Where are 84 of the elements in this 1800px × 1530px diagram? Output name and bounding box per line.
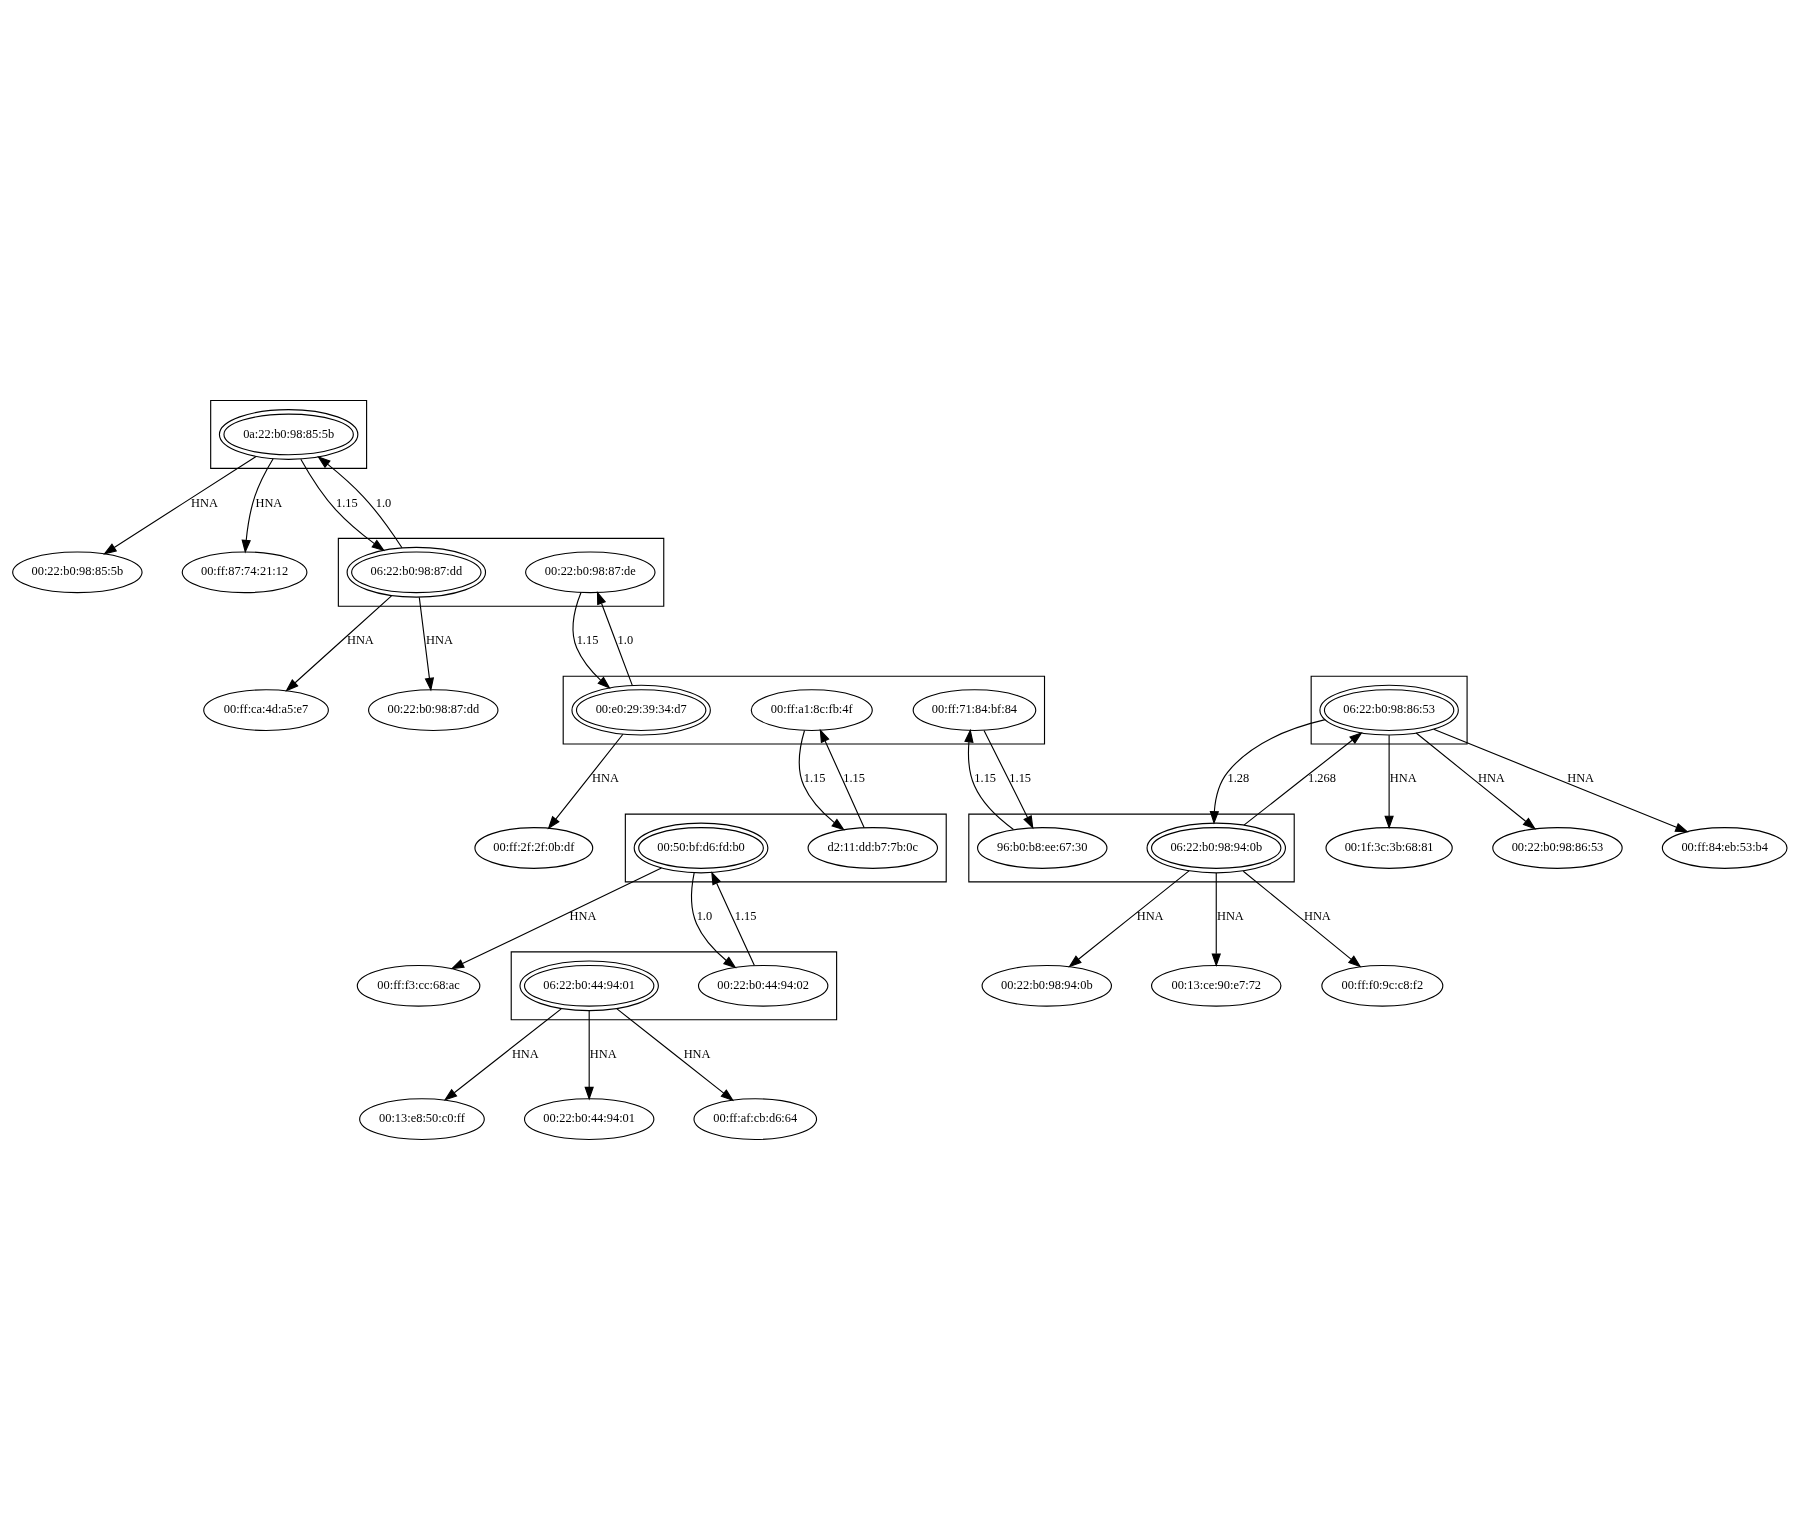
arrow: [964, 728, 1015, 830]
edge-label: HNA: [426, 632, 453, 647]
arrow: [1433, 728, 1689, 832]
node-ellipse: 00:13:ce:90:e7:72: [1151, 964, 1282, 1007]
arrow: [711, 870, 755, 966]
node-ellipse: 00:ff:af:cb:d6:64: [693, 1097, 818, 1140]
node-ellipse: 00:22:b0:98:94:0b: [981, 964, 1113, 1007]
edge-label: HNA: [1136, 908, 1164, 923]
node-ellipse: 00:22:b0:98:87:de: [525, 550, 656, 593]
node-ellipse: 00:e0:29:39:34:d7: [571, 684, 711, 736]
arrow: [1209, 718, 1326, 825]
node-ellipse: 00:ff:f0:9c:c8:f2: [1321, 964, 1444, 1007]
node-ellipse: d2:11:dd:b7:7b:0c: [807, 826, 939, 869]
node-ellipse: 00:ff:71:84:bf:84: [912, 688, 1037, 731]
edge-label: HNA: [1216, 908, 1244, 923]
node-ellipse: 00:50:bf:d6:fd:b0: [633, 822, 769, 873]
edge-label: 1.268: [1307, 770, 1336, 785]
arrow: [983, 729, 1034, 829]
edge-label: HNA: [1477, 770, 1505, 785]
arrow: [317, 455, 403, 548]
node-ellipse: 00:ff:a1:8c:fb:4f: [750, 688, 873, 731]
edge-label: HNA: [592, 770, 620, 785]
arrow: [547, 733, 624, 829]
arrow: [1068, 869, 1190, 967]
edge-label: HNA: [255, 495, 283, 510]
node-ellipse: 00:1f:3c:3b:68:81: [1325, 826, 1453, 869]
edge-label: HNA: [683, 1046, 711, 1061]
node-ellipse: 06:22:b0:98:94:0b: [1146, 822, 1286, 873]
node-ellipse: 96:b0:b8:ee:67:30: [977, 826, 1108, 869]
arrow: [443, 1007, 562, 1101]
arrow: [798, 729, 845, 831]
node-ellipse: 00:ff:87:74:21:12: [181, 550, 308, 593]
edge-label: 1.15: [335, 495, 358, 510]
node-ellipse: 00:ff:2f:2f:0b:df: [474, 826, 594, 869]
node-ellipse: 00:ff:84:eb:53:b4: [1661, 826, 1788, 869]
arrow: [1211, 871, 1221, 967]
edge-label: 1.28: [1227, 770, 1250, 785]
edge-label: 1.0: [696, 908, 713, 923]
arrow: [1415, 732, 1537, 830]
edge-label: 1.15: [803, 770, 826, 785]
edge-label: 1.15: [843, 770, 865, 785]
edge-label: HNA: [511, 1046, 539, 1061]
node-ellipse: 00:22:b0:44:94:01: [523, 1097, 655, 1140]
edge-label: 1.15: [974, 770, 997, 785]
edge-label: 1.0: [617, 632, 634, 647]
arrow: [300, 458, 386, 551]
edge-label: 1.15: [576, 632, 599, 647]
node-ellipse: 06:22:b0:44:94:01: [519, 959, 659, 1011]
arrow: [584, 1009, 594, 1100]
cluster: [624, 813, 947, 882]
node-ellipse: 06:22:b0:98:87:dd: [346, 546, 487, 598]
edge-label: 1.0: [375, 495, 392, 510]
node-ellipse: 06:22:b0:98:86:53: [1319, 684, 1459, 736]
edge-label: HNA: [1303, 908, 1331, 923]
arrow: [819, 728, 865, 828]
node-ellipse: 00:ff:ca:4d:a5:e7: [203, 688, 329, 731]
arrow: [285, 594, 393, 692]
arrow: [418, 596, 435, 691]
node-ellipse: 00:22:b0:44:94:02: [697, 964, 829, 1007]
node-ellipse: 00:22:b0:98:85:5b: [12, 550, 143, 593]
arrow: [1384, 734, 1394, 829]
arrow: [1242, 870, 1362, 968]
edge-label: 1.15: [734, 908, 757, 923]
edge-label: 1.15: [1009, 770, 1032, 785]
arrow: [616, 1007, 735, 1101]
arrow: [450, 867, 663, 969]
node-ellipse: 00:13:e8:50:c0:ff: [359, 1097, 485, 1140]
arrow: [241, 457, 274, 553]
node-ellipse: 0a:22:b0:98:85:5b: [218, 408, 359, 460]
edge-label: HNA: [569, 908, 597, 923]
edge-label: HNA: [1389, 770, 1417, 785]
node-ellipse: 00:ff:f3:cc:68:ac: [356, 964, 481, 1007]
arrow: [596, 590, 633, 686]
edge-label: HNA: [191, 495, 218, 510]
arrow: [103, 455, 257, 555]
edge-label: HNA: [346, 632, 374, 647]
edge-label: HNA: [1567, 770, 1595, 785]
node-ellipse: 00:22:b0:98:86:53: [1492, 826, 1623, 869]
cluster: [510, 950, 838, 1020]
edge-label: HNA: [589, 1046, 617, 1061]
arrow: [572, 591, 611, 689]
node-ellipse: 00:22:b0:98:87:dd: [368, 688, 499, 731]
arrow: [1243, 731, 1363, 826]
arrow: [691, 871, 737, 968]
